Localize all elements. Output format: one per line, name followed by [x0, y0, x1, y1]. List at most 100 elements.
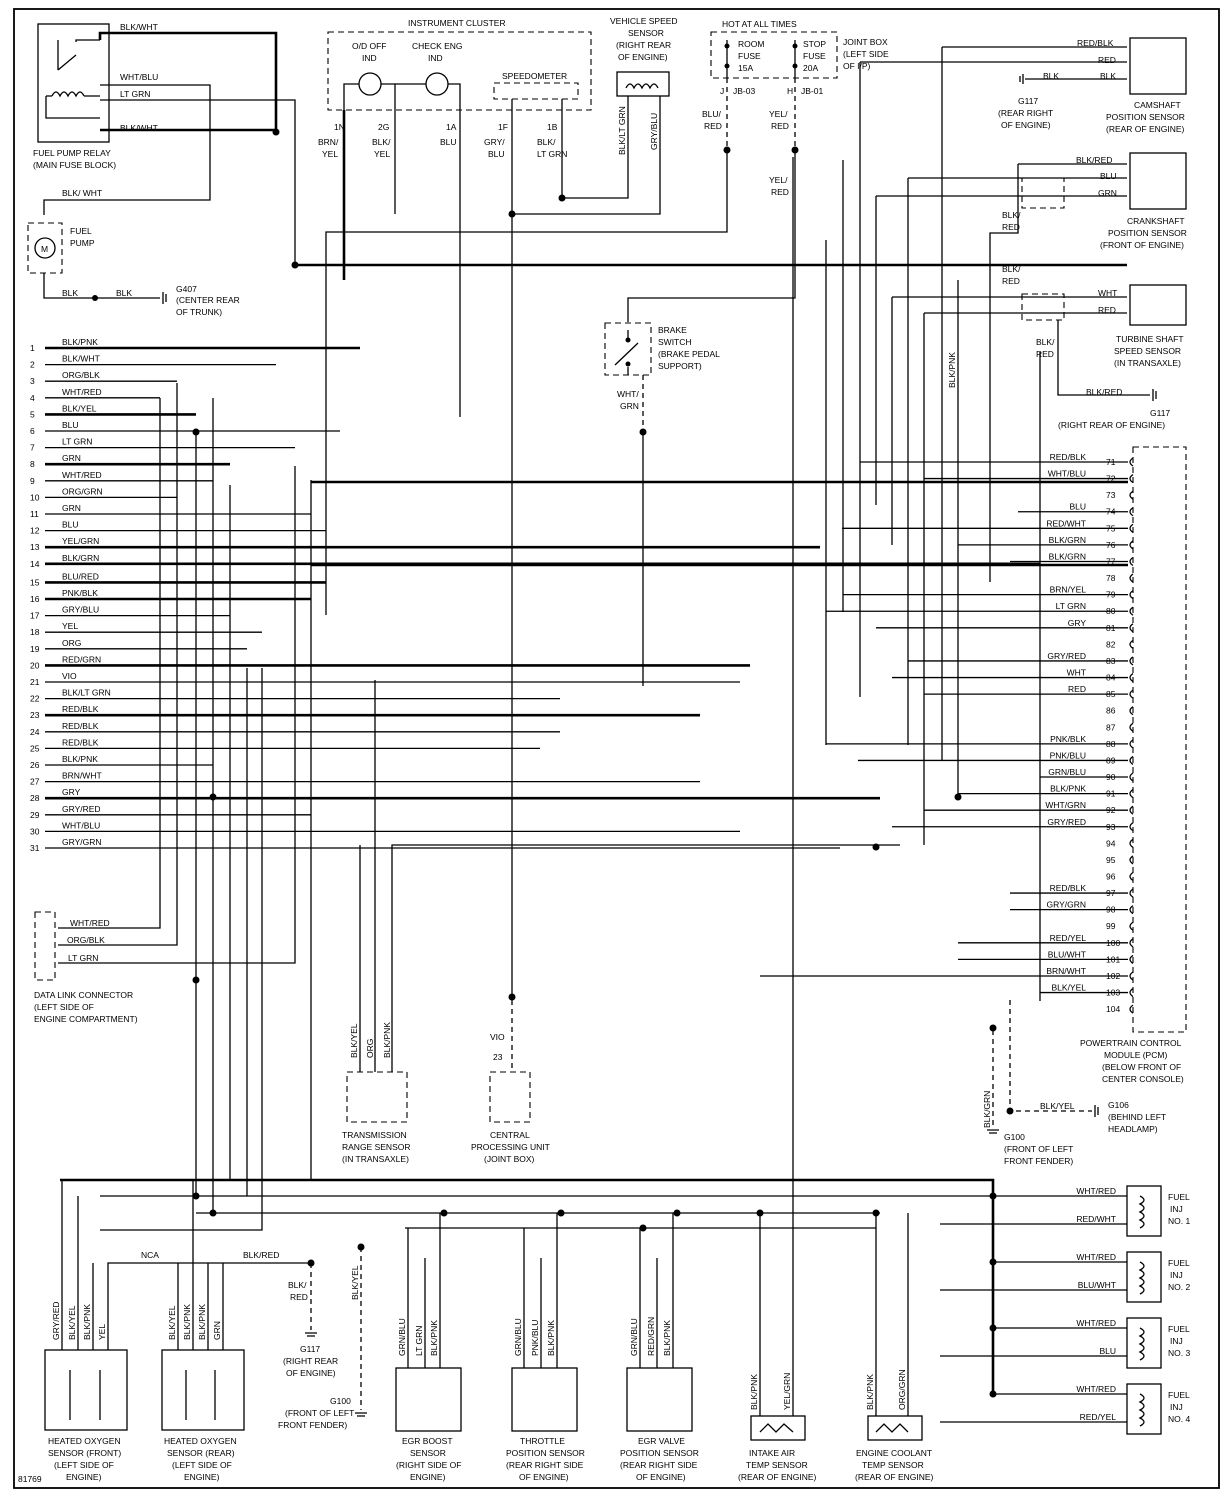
svg-text:EGR VALVE: EGR VALVE [638, 1436, 685, 1446]
svg-text:RED: RED [704, 121, 722, 131]
svg-text:GRN/BLU: GRN/BLU [513, 1318, 523, 1356]
pcm-right-wire-color: RED/BLK [1050, 452, 1087, 462]
svg-text:POSITION SENSOR: POSITION SENSOR [1108, 228, 1187, 238]
pcm-right-pins: 71RED/BLK72WHT/BLU7374BLU75RED/WHT76BLK/… [1045, 452, 1134, 1014]
svg-text:BLK/ WHT: BLK/ WHT [62, 188, 102, 198]
svg-text:SENSOR: SENSOR [410, 1448, 446, 1458]
svg-text:FUSE: FUSE [738, 51, 761, 61]
svg-text:ENGINE COOLANT: ENGINE COOLANT [856, 1448, 932, 1458]
pcm-pin-terminal [1129, 772, 1134, 782]
pcm-left-wire-color: BLK/GRN [62, 553, 99, 563]
svg-text:YEL: YEL [322, 149, 338, 159]
ground-g117-bottom: BLK/ RED G117 (RIGHT REAR OF ENGINE) [283, 1259, 338, 1378]
svg-text:BLK/YEL: BLK/YEL [67, 1305, 77, 1340]
svg-text:RED: RED [1036, 349, 1054, 359]
pcm-left-pin-number: 17 [30, 611, 40, 621]
svg-text:GRN: GRN [620, 401, 639, 411]
pcm-right-wire-color: WHT [1067, 668, 1086, 678]
svg-text:POSITION SENSOR: POSITION SENSOR [506, 1448, 585, 1458]
pcm-pin-terminal [1129, 540, 1134, 550]
fuel-injector-body [1126, 1251, 1162, 1303]
pcm-right-pin-number: 82 [1106, 639, 1116, 649]
pcm-left-wire-color: BLK/WHT [62, 354, 100, 364]
pcm-right-wires [311, 461, 1128, 994]
pcm-pin-terminal [1129, 871, 1134, 882]
svg-text:OF ENGINE): OF ENGINE) [286, 1368, 336, 1378]
svg-text:WHT/RED: WHT/RED [70, 918, 110, 928]
pcm-left-pin-number: 31 [30, 843, 40, 853]
pcm-left-pin-number: 18 [30, 627, 40, 637]
svg-text:(REAR OF ENGINE): (REAR OF ENGINE) [855, 1472, 934, 1482]
svg-text:(JOINT BOX): (JOINT BOX) [484, 1154, 535, 1164]
pcm-right-wire-color: BLK/GRN [1049, 535, 1086, 545]
pcm-left-pin-number: 29 [30, 810, 40, 820]
pcm-pin-terminal [1129, 656, 1134, 666]
fuel-injector-label: INJ [1170, 1204, 1183, 1214]
pcm-right-wire-color: RED/WHT [1046, 518, 1086, 528]
pcm-right-pin-number: 78 [1106, 573, 1116, 583]
pcm-pin-terminal [1129, 988, 1134, 998]
svg-text:ROOM: ROOM [738, 39, 764, 49]
svg-text:BLK/YEL: BLK/YEL [1040, 1101, 1075, 1111]
svg-text:BLU: BLU [440, 137, 457, 147]
svg-text:HEADLAMP): HEADLAMP) [1108, 1124, 1158, 1134]
pcm-left-pin-number: 4 [30, 393, 35, 403]
pcm-pin-terminal [1129, 921, 1134, 931]
svg-text:SWITCH: SWITCH [658, 337, 692, 347]
svg-text:O/D OFF: O/D OFF [352, 41, 386, 51]
pcm-pin-terminal [1129, 838, 1134, 848]
sensor-buses [60, 1178, 995, 1392]
pcm-left-pin-number: 1 [30, 343, 35, 353]
svg-text:(REAR RIGHT: (REAR RIGHT [998, 108, 1053, 118]
svg-text:BLK/RED: BLK/RED [1076, 155, 1112, 165]
pcm-connector [1132, 446, 1187, 1033]
svg-text:(RIGHT REAR OF ENGINE): (RIGHT REAR OF ENGINE) [1058, 420, 1165, 430]
svg-text:SUPPORT): SUPPORT) [658, 361, 702, 371]
pcm-pin-terminal [1129, 905, 1134, 915]
svg-text:H: H [787, 86, 793, 96]
svg-text:BLK/PNK: BLK/PNK [182, 1304, 192, 1340]
pcm-left-pin-number: 20 [30, 660, 40, 670]
svg-text:BLK/: BLK/ [1002, 210, 1021, 220]
pcm-left-pin-number: 22 [30, 694, 40, 704]
svg-text:BRN/: BRN/ [318, 137, 339, 147]
svg-text:G100: G100 [330, 1396, 351, 1406]
svg-text:TEMP SENSOR: TEMP SENSOR [746, 1460, 808, 1470]
svg-text:ORG/GRN: ORG/GRN [897, 1369, 907, 1410]
svg-text:BLK/: BLK/ [537, 137, 556, 147]
pcm-left-wire-color: YEL/GRN [62, 536, 99, 546]
svg-text:TRANSMISSION: TRANSMISSION [342, 1130, 407, 1140]
svg-text:BLK/: BLK/ [372, 137, 391, 147]
svg-text:1F: 1F [498, 122, 508, 132]
svg-text:INSTRUMENT CLUSTER: INSTRUMENT CLUSTER [408, 18, 506, 28]
turbine-shaft-sensor: WHT RED TURBINE SHAFT SPEED SENSOR (IN T… [891, 280, 1187, 845]
pcm-left-wire-color: RED/GRN [62, 654, 101, 664]
pcm-right-pin-number: 99 [1106, 921, 1116, 931]
pcm-left-pin-number: 30 [30, 826, 40, 836]
pcm-label-3: (BELOW FRONT OF [1102, 1062, 1181, 1072]
svg-text:ENGINE COMPARTMENT): ENGINE COMPARTMENT) [34, 1014, 138, 1024]
pcm-left-pin-number: 21 [30, 677, 40, 687]
svg-text:RED: RED [1002, 222, 1020, 232]
pcm-pin-terminal [1129, 689, 1134, 699]
pcm-pin-terminal [1129, 938, 1134, 948]
svg-text:(FRONT OF LEFT: (FRONT OF LEFT [285, 1408, 354, 1418]
pcm-right-wire-color: WHT/GRN [1045, 800, 1086, 810]
fuel-injector-coil [1138, 1327, 1145, 1361]
svg-text:ENGINE): ENGINE) [66, 1472, 102, 1482]
svg-text:FUSE: FUSE [803, 51, 826, 61]
svg-text:ENGINE): ENGINE) [184, 1472, 220, 1482]
svg-text:STOP: STOP [803, 39, 826, 49]
pcm-right-pin-number: 104 [1106, 1004, 1120, 1014]
svg-text:OF ENGINE): OF ENGINE) [1001, 120, 1051, 130]
pcm-pin-terminal [1129, 507, 1134, 517]
svg-text:(MAIN FUSE BLOCK): (MAIN FUSE BLOCK) [33, 160, 116, 170]
svg-text:BLK/: BLK/ [1036, 337, 1055, 347]
pcm-right-pin-number: 87 [1106, 722, 1116, 732]
pcm-right-wire-color: RED [1068, 684, 1086, 694]
vehicle-speed-sensor: VEHICLE SPEED SENSOR (RIGHT REAR OF ENGI… [512, 16, 678, 215]
pcm-left-wire-color: BLK/LT GRN [62, 688, 111, 698]
figure-id: 81769 [18, 1474, 42, 1484]
pcm-right-wire-color: WHT/BLU [1048, 469, 1086, 479]
svg-text:BLK: BLK [1100, 71, 1116, 81]
